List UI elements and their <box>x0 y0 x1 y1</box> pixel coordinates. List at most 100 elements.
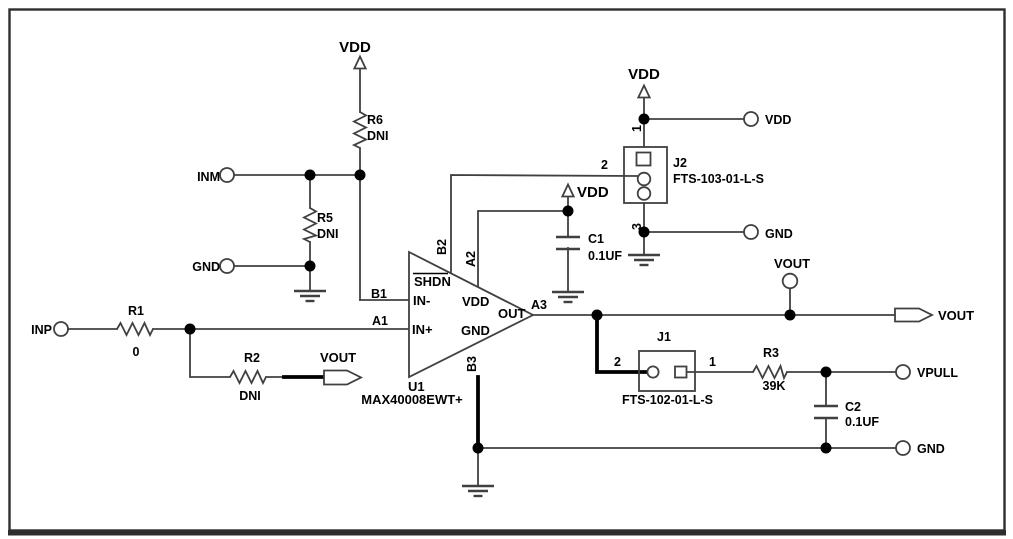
bold-wires <box>282 313 651 450</box>
resistor-r1 <box>116 320 154 338</box>
junction-dot <box>304 169 316 181</box>
j1-pin1-number: 1 <box>709 355 716 369</box>
connector-j2 <box>623 146 668 204</box>
u1-port-gnd: GND <box>461 323 490 338</box>
j2-pin2-number: 2 <box>601 158 608 172</box>
labels: VDD VDD VDD INM GND INP R6 DNI R5 DNI R1… <box>31 39 974 456</box>
j1-pin2-number: 2 <box>614 355 621 369</box>
inm-label: INM <box>197 170 220 184</box>
vdd-arrow-icon <box>636 83 652 99</box>
r2-ref: R2 <box>244 351 260 365</box>
resistor-r2 <box>229 368 267 386</box>
capacitors <box>556 235 838 420</box>
vout-arrow-icon <box>323 369 364 386</box>
vout-arrow-icon <box>894 307 935 323</box>
r3-ref: R3 <box>763 346 779 360</box>
j1-pin2-circle <box>646 365 660 379</box>
u1-ref: U1 <box>408 379 425 394</box>
vdd-power-label: VDD <box>577 184 609 201</box>
j2-pin2-circle <box>636 171 652 187</box>
junction-dot <box>184 323 196 335</box>
u1-pin-a3: A3 <box>531 298 547 312</box>
gnd-left-label: GND <box>192 260 220 274</box>
opamp-triangle <box>408 250 535 379</box>
r2-value: DNI <box>239 389 261 403</box>
junction-dot <box>638 113 650 125</box>
c1-ref: C1 <box>588 232 604 246</box>
junction-dot <box>820 366 832 378</box>
gnd-left-terminal <box>219 258 235 274</box>
u1-pin-b3: B3 <box>465 356 479 372</box>
vdd-symbols <box>352 54 652 198</box>
j2-body <box>623 146 668 204</box>
gnd-bottom-terminal <box>895 440 911 456</box>
junction-dot <box>591 309 603 321</box>
r3-value: 39K <box>763 379 786 393</box>
u1-port-out: OUT <box>498 306 526 321</box>
connector-j1 <box>638 350 696 392</box>
r6-value: DNI <box>367 129 389 143</box>
junction-dot <box>472 442 484 454</box>
junction-dot <box>562 205 574 217</box>
vout-left-label: VOUT <box>320 350 356 365</box>
vdd-power-label: VDD <box>628 66 660 83</box>
junctions <box>184 113 832 454</box>
capacitor-c1 <box>556 235 580 251</box>
j1-ref: J1 <box>657 330 671 344</box>
junction-dot <box>784 309 796 321</box>
wire-out-j1 <box>595 313 651 374</box>
vdd-right-label: VDD <box>765 113 791 127</box>
wire-a2-vdd <box>477 210 569 288</box>
j2-pin1-number: 1 <box>630 125 644 132</box>
vout-testpoint-label: VOUT <box>774 256 810 271</box>
j2-ref: J2 <box>673 156 687 170</box>
u1-port-vdd: VDD <box>462 294 489 309</box>
ground-icon <box>552 290 584 304</box>
resistors <box>116 111 788 386</box>
resistor-r6 <box>351 111 369 149</box>
r5-value: DNI <box>317 227 339 241</box>
net-arrows <box>323 307 935 386</box>
c2-value: 0.1UF <box>845 415 879 429</box>
junction-dot <box>820 442 832 454</box>
r1-ref: R1 <box>128 304 144 318</box>
resistor-r3 <box>752 363 788 381</box>
wire-b2-j2 <box>450 174 639 274</box>
j2-part: FTS-103-01-L-S <box>673 172 764 186</box>
j2-pin3-number: 3 <box>630 223 644 230</box>
opamp-u1 <box>408 250 535 379</box>
inp-label: INP <box>31 323 52 337</box>
j2-pin1-square <box>635 151 652 167</box>
sheet-border <box>8 8 1006 532</box>
resistor-r5 <box>301 207 319 243</box>
wires <box>67 67 897 486</box>
ground-icon <box>462 484 494 498</box>
vpull-terminal <box>895 364 911 380</box>
u1-port-in-plus: IN+ <box>412 322 433 337</box>
gnd-right-label: GND <box>765 227 793 241</box>
r6-ref: R6 <box>367 113 383 127</box>
vpull-label: VPULL <box>917 366 958 380</box>
vout-right-label: VOUT <box>938 308 974 323</box>
u1-part: MAX40008EWT+ <box>361 392 463 407</box>
capacitor-c2 <box>814 404 838 420</box>
ground-icon <box>294 289 326 303</box>
u1-pin-b1: B1 <box>371 287 387 301</box>
vout-testpoint <box>781 272 799 290</box>
u1-pin-a1: A1 <box>372 314 388 328</box>
inm-terminal <box>219 167 235 183</box>
vdd-arrow-icon <box>560 182 576 198</box>
sheet-border-bottom <box>8 530 1006 536</box>
vdd-right-terminal <box>743 111 759 127</box>
junction-dot <box>304 260 316 272</box>
junction-dot <box>354 169 366 181</box>
gnd-right-terminal <box>743 224 759 240</box>
j1-pin1-square <box>674 365 688 379</box>
j2-pin3-circle <box>636 186 652 201</box>
inp-terminal <box>53 321 69 337</box>
c1-value: 0.1UF <box>588 249 622 263</box>
ground-icon <box>628 253 660 267</box>
u1-port-in-minus: IN- <box>413 293 430 308</box>
junction-dot <box>638 226 650 238</box>
